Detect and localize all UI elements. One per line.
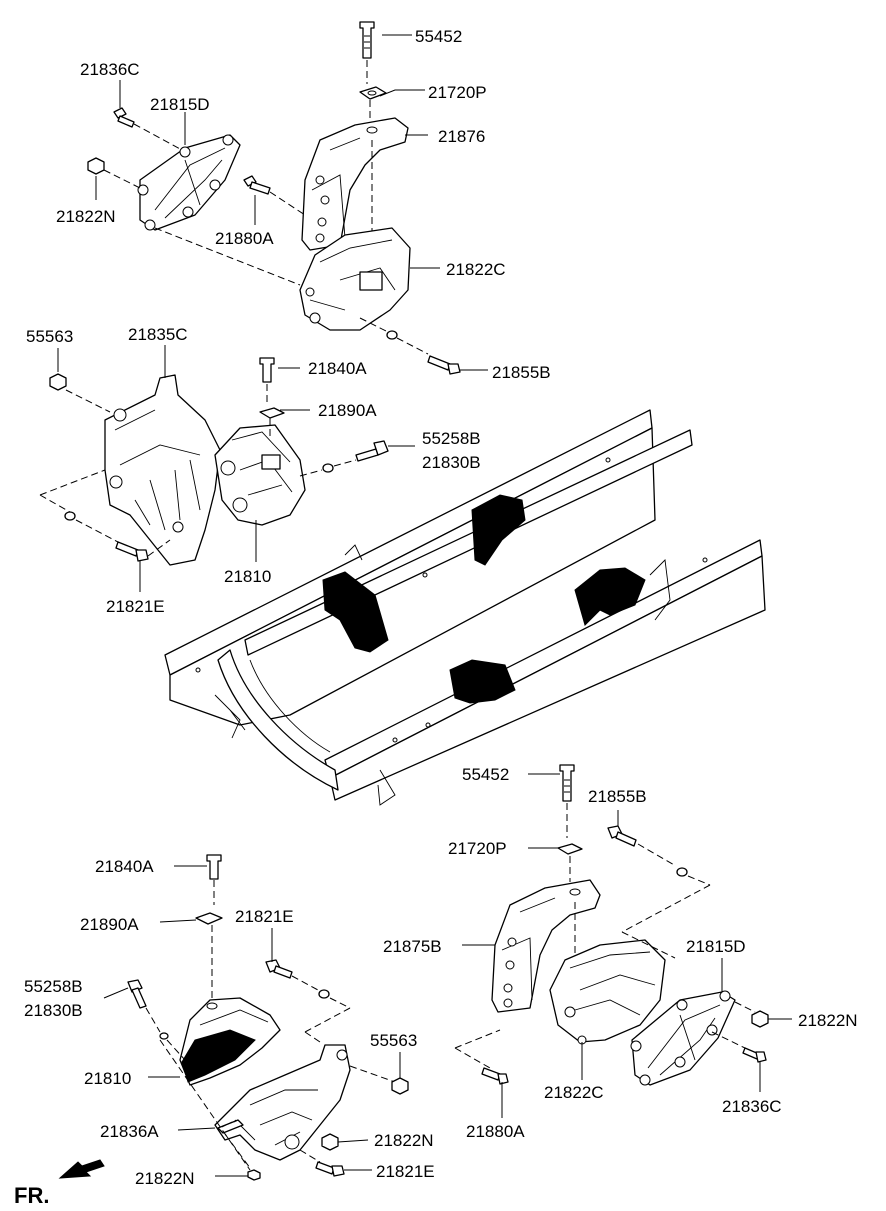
label-21815d-top: 21815D — [150, 95, 210, 114]
bolt-21855b-bottom — [607, 825, 637, 847]
washer-21821e-bottom-1 — [318, 989, 330, 999]
washer-21720p-bottom — [557, 843, 583, 855]
label-21822c-top: 21822C — [446, 260, 506, 279]
insulator-21822c-bottom — [549, 939, 666, 1045]
label-21880a-bottom: 21880A — [466, 1122, 525, 1141]
insulator-21810-bottom — [179, 997, 281, 1086]
frame-bracket-left-rear — [471, 494, 526, 566]
label-55258b-bottom: 55258B — [24, 977, 83, 996]
frame-bracket-right-front — [449, 659, 516, 704]
insulator-21822c — [299, 227, 411, 331]
nut-55563-top — [49, 373, 67, 391]
label-21822c-bottom: 21822C — [544, 1083, 604, 1102]
label-21840a-bottom: 21840A — [95, 857, 154, 876]
label-21821e-top: 21821E — [106, 597, 165, 616]
label-21810-bottom: 21810 — [84, 1069, 131, 1088]
washer-21855b-top — [386, 330, 398, 340]
bracket-21815d-top — [137, 134, 241, 231]
bolt-21821e-top — [115, 541, 149, 562]
label-21855b-top: 21855B — [492, 363, 551, 382]
bolt-55258b-top — [355, 440, 389, 462]
bolt-55452-bottom — [559, 764, 575, 802]
label-21815d-bottom: 21815D — [686, 937, 746, 956]
label-21821e-bottom-2: 21821E — [376, 1162, 435, 1181]
label-21876: 21876 — [438, 127, 485, 146]
nut-21822n-bottom-1 — [321, 1133, 339, 1151]
label-21720p-bottom: 21720P — [448, 839, 507, 858]
bolt-21821e-bottom-1 — [265, 959, 293, 979]
label-21840a-top: 21840A — [308, 359, 367, 378]
upper-left-strut-group — [87, 107, 301, 286]
bolt-21840a-bottom — [206, 854, 222, 880]
label-21890a-bottom: 21890A — [80, 915, 139, 934]
label-21830b-top: 21830B — [422, 453, 481, 472]
direction-label: FR. — [14, 1183, 49, 1208]
bolt-21836c-top — [113, 107, 135, 128]
label-21822n-top: 21822N — [56, 207, 116, 226]
leader-lines — [57, 34, 792, 1177]
label-21836a: 21836A — [100, 1122, 159, 1141]
label-21875b: 21875B — [383, 937, 442, 956]
frame-bracket-left-front — [322, 571, 389, 653]
label-21822n-bottom-right: 21822N — [798, 1011, 858, 1030]
washer-21830b-bottom — [159, 1032, 169, 1040]
front-direction-indicator: FR. — [14, 1159, 105, 1208]
bracket-21836a — [214, 1044, 351, 1161]
front-arrow-icon — [58, 1159, 105, 1179]
washer-21821e-top — [64, 511, 76, 521]
washer-21830b-top — [322, 463, 334, 473]
lower-right-mount-group — [454, 764, 769, 1086]
label-21836c-top: 21836C — [80, 60, 140, 79]
label-55452-top: 55452 — [415, 27, 462, 46]
label-55452-bottom: 55452 — [462, 765, 509, 784]
bracket-21815d-bottom — [630, 990, 736, 1086]
part-labels: 55452 21720P 21876 21836C 21815D 21822N … — [24, 27, 858, 1188]
bracket-21835c — [104, 374, 221, 566]
nut-21822n-bottom-2 — [247, 1169, 261, 1181]
label-21836c-bottom: 21836C — [722, 1097, 782, 1116]
bracket-21876 — [301, 117, 409, 251]
bolt-21840a-top — [259, 357, 275, 383]
bolt-21821e-bottom-2 — [315, 1161, 345, 1177]
label-21890a-top: 21890A — [318, 401, 377, 420]
bolt-55452-top — [359, 21, 375, 59]
bolt-21855b-top — [427, 355, 461, 375]
bolt-21880a-top — [243, 175, 271, 195]
nut-21822n-bottom-right — [751, 1010, 769, 1028]
washer-21890a-top — [259, 407, 285, 419]
label-55258b-top: 55258B — [422, 429, 481, 448]
frame-bracket-right-rear — [574, 567, 646, 626]
nut-55563-bottom — [391, 1077, 409, 1095]
vehicle-frame — [164, 409, 766, 806]
bracket-21875b — [491, 879, 601, 1013]
bolt-55258b-bottom — [127, 979, 147, 1009]
bolt-21880a-bottom — [481, 1067, 509, 1085]
washer-21890a-bottom — [195, 912, 223, 925]
label-55563-top: 55563 — [26, 327, 73, 346]
lower-left-mount-group — [127, 854, 409, 1181]
label-21821e-bottom-1: 21821E — [235, 907, 294, 926]
middle-left-mount-group — [39, 357, 389, 566]
insulator-21810-top — [214, 424, 306, 526]
label-21810-top: 21810 — [224, 567, 271, 586]
label-21830b-bottom: 21830B — [24, 1001, 83, 1020]
nut-21822n-top — [87, 157, 105, 175]
washer-21855b-bottom — [676, 867, 688, 877]
bolt-21836c-bottom — [742, 1047, 767, 1063]
label-21822n-bottom-1: 21822N — [374, 1131, 434, 1150]
label-21822n-bottom-2: 21822N — [135, 1169, 195, 1188]
upper-right-mount-group — [243, 21, 461, 375]
label-55563-bottom: 55563 — [370, 1031, 417, 1050]
label-21880a-top: 21880A — [215, 229, 274, 248]
label-21720p-top: 21720P — [428, 83, 487, 102]
label-21835c: 21835C — [128, 325, 188, 344]
label-21855b-bottom: 21855B — [588, 787, 647, 806]
